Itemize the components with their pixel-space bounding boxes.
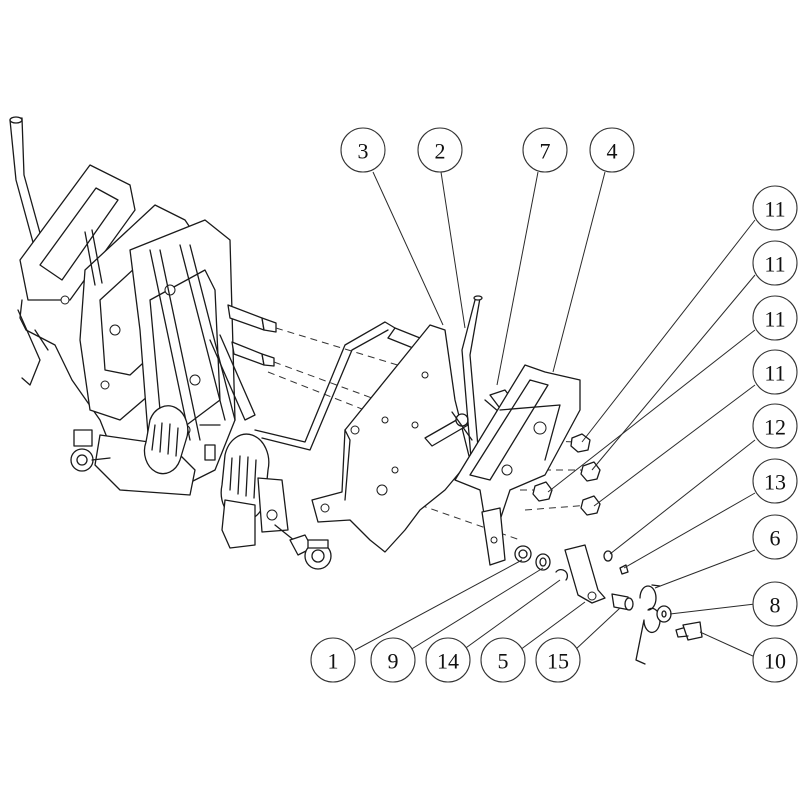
callout-3-label: 3 [358,139,369,164]
callout-13: 13 [752,458,798,504]
callout-4-label: 4 [607,139,618,164]
callout-1-label: 1 [328,649,339,674]
callout-8-label: 8 [770,593,781,618]
main-control-assembly [9,116,332,570]
callout-11-d: 11 [752,349,798,395]
callout-14-label: 14 [437,649,459,674]
callout-10: 10 [752,637,798,683]
callout-5-label: 5 [498,649,509,674]
callout-14: 14 [425,637,471,683]
callout-6-label: 6 [770,526,781,551]
callout-7-label: 7 [540,139,551,164]
bracket-part-4 [454,364,581,566]
callout-7: 7 [522,127,568,173]
callout-8: 8 [752,581,798,627]
callout-11-c: 11 [752,295,798,341]
callout-10-label: 10 [764,649,786,674]
small-hardware [514,544,703,665]
callout-4: 4 [589,127,635,173]
leader-lines [354,171,756,658]
callout-9-label: 9 [388,649,399,674]
callout-6: 6 [752,514,798,560]
callout-2: 2 [417,127,463,173]
callout-11-a-label: 11 [764,197,785,222]
callout-5: 5 [480,637,526,683]
callout-11-a: 11 [752,185,798,231]
callout-13-label: 13 [764,470,786,495]
callout-9: 9 [370,637,416,683]
exploded-plate-assembly [254,321,473,553]
callout-12-label: 12 [764,415,786,440]
callout-12: 12 [752,403,798,449]
callout-2-label: 2 [435,139,446,164]
callout-15: 15 [535,637,581,683]
callout-1: 1 [310,637,356,683]
callout-15-label: 15 [547,649,569,674]
callout-11-d-label: 11 [764,361,785,386]
callout-3: 3 [340,127,386,173]
callout-balloons: 3 2 7 4 11 11 11 11 [310,127,798,683]
callout-11-c-label: 11 [764,307,785,332]
callout-11-b: 11 [752,240,798,286]
callout-11-b-label: 11 [764,252,785,277]
